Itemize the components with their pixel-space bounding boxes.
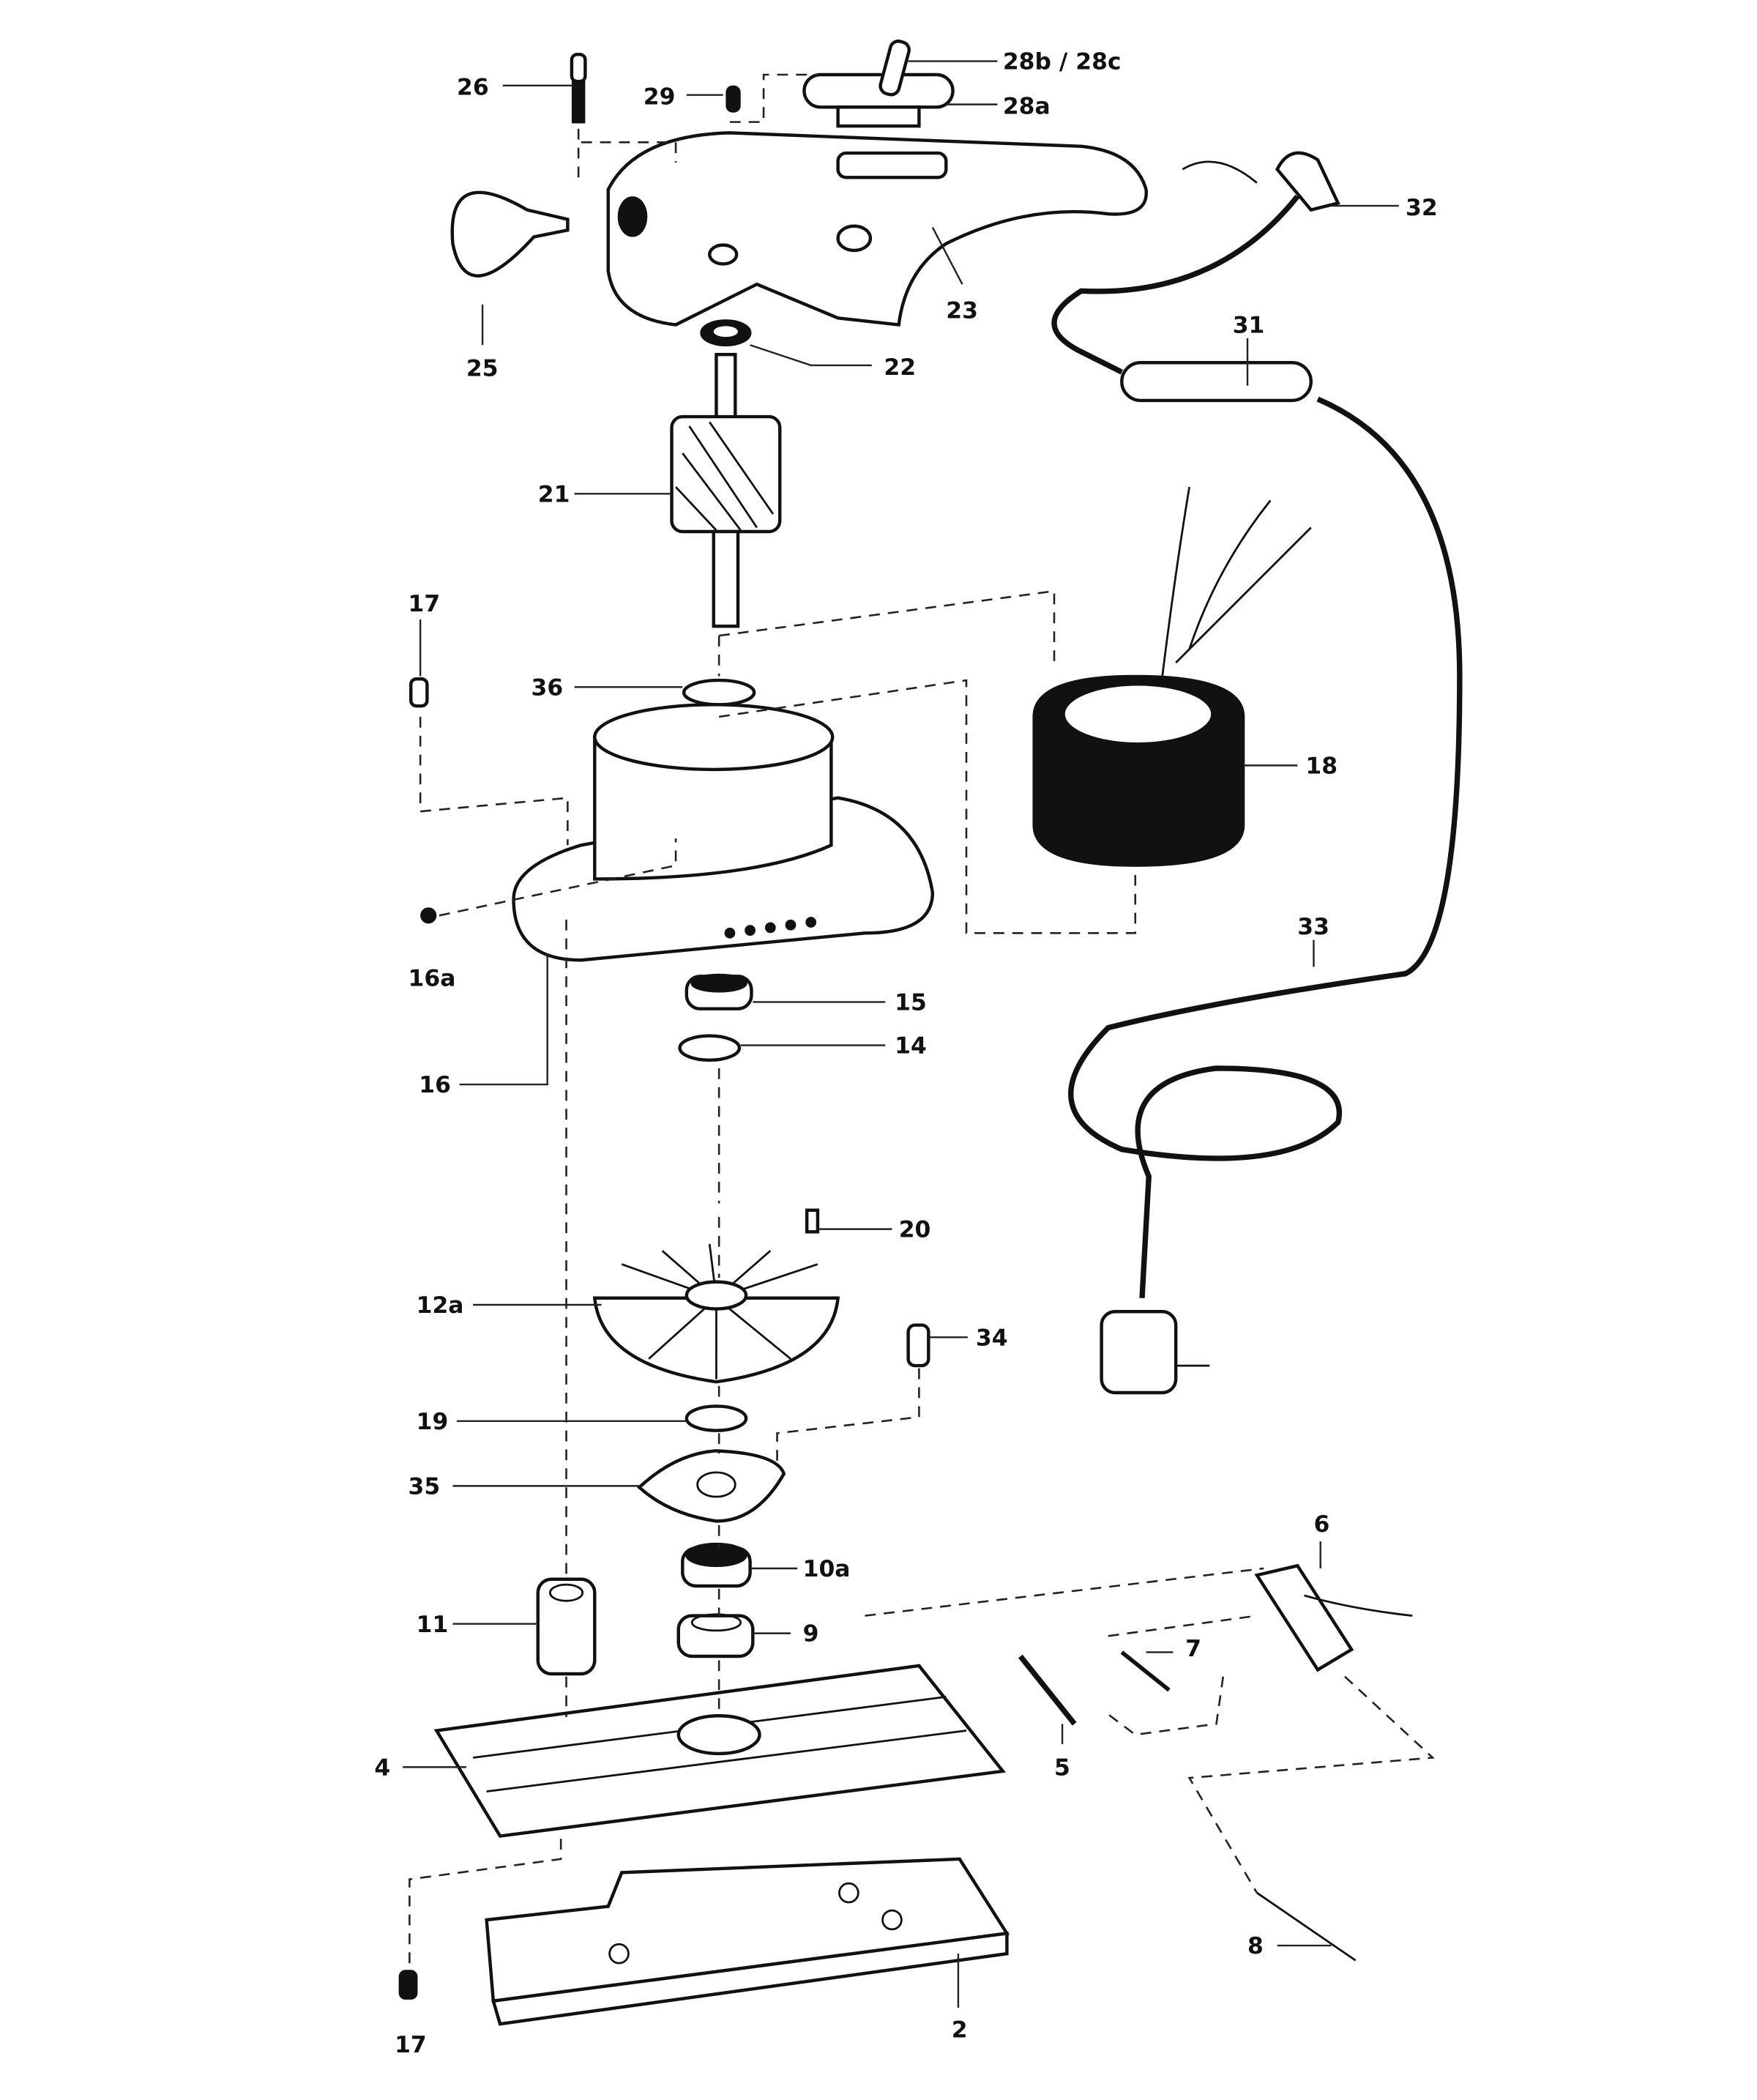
part-bearing-10a: [681, 1542, 752, 1588]
part-armature: [670, 352, 782, 628]
label-26: 26: [457, 75, 489, 101]
label-4: 4: [374, 1754, 390, 1781]
label-17-top: 17: [409, 591, 441, 617]
label-16: 16: [419, 1072, 451, 1098]
label-16a: 16a: [409, 965, 456, 991]
part-circlip-19: [684, 1404, 748, 1432]
part-bushing-11: [536, 1577, 597, 1676]
assembly-lines: [409, 73, 1435, 1967]
label-15: 15: [895, 990, 927, 1016]
label-5: 5: [1054, 1754, 1070, 1781]
label-23: 23: [946, 297, 978, 324]
label-7: 7: [1185, 1636, 1201, 1662]
part-field-coil: [1032, 486, 1312, 867]
label-31: 31: [1233, 313, 1265, 339]
label-29: 29: [644, 84, 676, 111]
part-plug-16a: [420, 907, 437, 924]
vent-holes: [724, 917, 817, 939]
part-circlip-14: [678, 1034, 742, 1062]
part-screw-29: [725, 85, 741, 113]
label-32: 32: [1406, 195, 1438, 221]
part-spring-5: [1018, 1654, 1077, 1726]
part-bearing-22: [700, 319, 752, 347]
label-10a: 10a: [803, 1556, 851, 1582]
label-17-bottom: 17: [395, 2032, 427, 2058]
label-19: 19: [417, 1409, 449, 1435]
leader-lines: [403, 60, 1399, 2008]
label-20: 20: [899, 1217, 931, 1243]
label-2: 2: [952, 2017, 968, 2044]
label-28b-28c: 28b / 28c: [1003, 49, 1122, 75]
part-screw-17-top: [409, 677, 429, 708]
part-cord: [1051, 151, 1463, 1395]
part-bearing-15: [684, 973, 753, 1010]
label-14: 14: [895, 1033, 927, 1060]
label-36: 36: [531, 674, 564, 701]
label-8: 8: [1247, 1933, 1264, 1959]
label-28a: 28a: [1003, 94, 1051, 120]
part-motor-housing: [512, 678, 935, 962]
part-fan: [592, 1243, 840, 1384]
label-6: 6: [1313, 1511, 1329, 1538]
part-labels: 26 29 28b / 28c 28a 32 23 25 22 31 21 17…: [374, 49, 1437, 2058]
part-screw-26: [570, 53, 587, 124]
part-knob: [450, 190, 570, 278]
label-12a: 12a: [417, 1292, 464, 1319]
label-33: 33: [1297, 914, 1329, 940]
label-35: 35: [409, 1473, 441, 1500]
part-switch: [802, 40, 955, 128]
part-pin-8: [1256, 1891, 1357, 1962]
part-clamp-6: [1254, 1563, 1413, 1672]
part-sanding-pad: [485, 1857, 1010, 2026]
part-screw-34: [906, 1323, 930, 1368]
label-22: 22: [884, 354, 916, 381]
part-screw-17-bottom: [398, 1970, 418, 2000]
label-34: 34: [976, 1325, 1008, 1351]
part-plate-35: [636, 1449, 786, 1523]
part-base-plate: [433, 1664, 1007, 1838]
label-18: 18: [1305, 753, 1338, 779]
label-11: 11: [417, 1612, 449, 1638]
label-21: 21: [538, 481, 570, 507]
part-key-20: [805, 1208, 820, 1234]
part-spring-7: [1120, 1650, 1171, 1692]
part-housing: [606, 131, 1148, 327]
part-seal-9: [676, 1613, 755, 1658]
label-25: 25: [466, 356, 499, 382]
label-9: 9: [803, 1621, 819, 1647]
